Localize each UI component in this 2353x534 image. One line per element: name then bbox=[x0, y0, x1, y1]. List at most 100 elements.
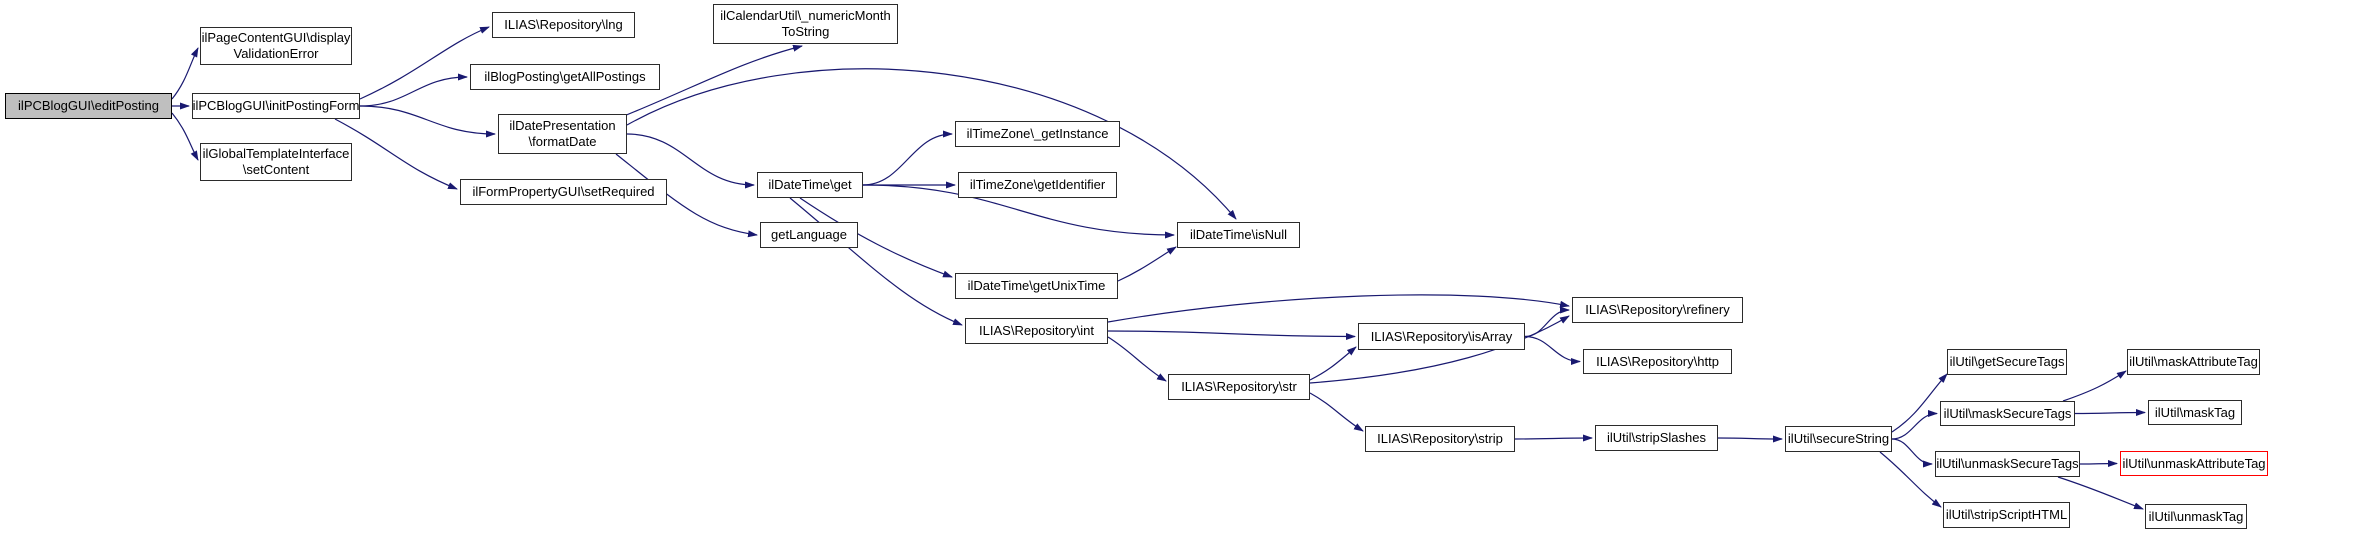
node-label: ILIAS\Repository\str bbox=[1181, 379, 1297, 395]
node-label: ilTimeZone\_getInstance bbox=[966, 126, 1109, 142]
node-maskAttributeTag[interactable]: ilUtil\maskAttributeTag bbox=[2127, 349, 2260, 375]
edge-secureString-unmaskSecureTags bbox=[1891, 438, 1933, 468]
node-label: \formatDate bbox=[528, 134, 597, 149]
edge-secureString-getSecureTags bbox=[1891, 373, 1948, 433]
edge-repoInt-isArray bbox=[1107, 330, 1356, 340]
node-label: ilGlobalTemplateInterface bbox=[202, 146, 350, 162]
node-getLanguage[interactable]: getLanguage bbox=[760, 222, 858, 248]
node-label: ilBlogPosting\getAllPostings bbox=[484, 69, 646, 85]
edge-dtGet-isNull bbox=[862, 184, 1175, 239]
node-label: ilUtil\unmaskSecureTags bbox=[1936, 456, 2079, 472]
node-repoInt[interactable]: ILIAS\Repository\int bbox=[965, 318, 1108, 344]
node-unmaskAttributeTag[interactable]: ilUtil\unmaskAttributeTag bbox=[2120, 451, 2268, 476]
node-strip[interactable]: ILIAS\Repository\strip bbox=[1365, 426, 1515, 452]
node-unmaskSecureTags[interactable]: ilUtil\unmaskSecureTags bbox=[1935, 451, 2080, 477]
node-setRequired[interactable]: ilFormPropertyGUI\setRequired bbox=[460, 179, 667, 205]
edge-repoStr-strip bbox=[1309, 392, 1364, 432]
node-label: ilUtil\maskTag bbox=[2154, 404, 2236, 420]
node-maskSecureTags[interactable]: ilUtil\maskSecureTags bbox=[1940, 401, 2075, 426]
edge-dtGet-getUnixTime bbox=[799, 197, 953, 278]
edge-maskSecureTags-maskTag bbox=[2074, 409, 2146, 417]
edge-repoInt-repoStr bbox=[1107, 336, 1167, 382]
node-isNull[interactable]: ilDateTime\isNull bbox=[1177, 222, 1300, 248]
node-tzGetIdentifier[interactable]: ilTimeZone\getIdentifier bbox=[958, 172, 1117, 198]
node-label: ILIAS\Repository\lng bbox=[504, 17, 623, 33]
node-repoStr[interactable]: ILIAS\Repository\str bbox=[1168, 374, 1310, 400]
node-unmaskTag[interactable]: ilUtil\unmaskTag bbox=[2145, 504, 2247, 529]
node-label: ilUtil\unmaskTag bbox=[2148, 508, 2244, 524]
node-label: ilCalendarUtil\_numericMonth bbox=[720, 8, 891, 24]
node-label: ILIAS\Repository\isArray bbox=[1370, 328, 1513, 344]
node-label: ilPCBlogGUI\editPosting bbox=[18, 98, 159, 114]
edge-stripSlashes-secureString bbox=[1717, 435, 1783, 443]
node-stripSlashes[interactable]: ilUtil\stripSlashes bbox=[1595, 425, 1718, 451]
node-label: \setContent bbox=[242, 162, 310, 177]
node-http[interactable]: ILIAS\Repository\http bbox=[1583, 349, 1732, 374]
node-label: ilTimeZone\getIdentifier bbox=[969, 177, 1106, 193]
node-label: ilUtil\secureString bbox=[1787, 431, 1890, 447]
node-isArray[interactable]: ILIAS\Repository\isArray bbox=[1358, 323, 1525, 350]
node-label: ilUtil\stripScriptHTML bbox=[1945, 507, 2068, 523]
node-secureString[interactable]: ilUtil\secureString bbox=[1785, 426, 1892, 452]
node-label: ILIAS\Repository\refinery bbox=[1585, 302, 1730, 318]
node-setContent[interactable]: ilGlobalTemplateInterface\setContent bbox=[200, 143, 352, 181]
node-label: ilUtil\unmaskAttributeTag bbox=[2122, 455, 2266, 471]
node-label: ValidationError bbox=[233, 46, 319, 61]
edge-repoStr-isArray bbox=[1309, 346, 1357, 381]
edge-dtGet-repoInt bbox=[789, 197, 963, 326]
edge-initPostingForm-lng bbox=[359, 26, 490, 100]
edge-unmaskSecureTags-unmaskTag bbox=[2057, 476, 2144, 510]
node-label: ilPCBlogGUI\initPostingForm bbox=[192, 98, 360, 114]
edge-initPostingForm-setRequired bbox=[334, 118, 458, 190]
edge-repoStr-refinery bbox=[1309, 315, 1570, 384]
node-label: ilFormPropertyGUI\setRequired bbox=[472, 184, 655, 200]
node-label: getLanguage bbox=[771, 227, 847, 243]
node-getUnixTime[interactable]: ilDateTime\getUnixTime bbox=[955, 273, 1118, 299]
edge-maskSecureTags-maskAttributeTag bbox=[2062, 370, 2127, 402]
node-label: ilDatePresentation bbox=[509, 118, 616, 134]
node-tzGetInstance[interactable]: ilTimeZone\_getInstance bbox=[955, 121, 1120, 147]
node-label: ILIAS\Repository\strip bbox=[1377, 431, 1503, 447]
node-refinery[interactable]: ILIAS\Repository\refinery bbox=[1572, 297, 1743, 323]
node-label: ilDateTime\getUnixTime bbox=[967, 278, 1106, 294]
node-editPosting: ilPCBlogGUI\editPosting bbox=[5, 93, 172, 119]
node-getAllPostings[interactable]: ilBlogPosting\getAllPostings bbox=[470, 64, 660, 90]
node-stripScriptHTML[interactable]: ilUtil\stripScriptHTML bbox=[1943, 502, 2070, 528]
edge-secureString-stripScriptHTML bbox=[1879, 451, 1942, 508]
edge-strip-stripSlashes bbox=[1514, 434, 1593, 442]
edge-formatDate-isNull bbox=[626, 68, 1237, 220]
node-initPostingForm[interactable]: ilPCBlogGUI\initPostingForm bbox=[192, 93, 360, 119]
edge-editPosting-displayValidationError bbox=[171, 47, 199, 100]
node-label: ilUtil\getSecureTags bbox=[1949, 354, 2065, 370]
node-label: ilUtil\maskAttributeTag bbox=[2129, 354, 2258, 370]
node-label: ilUtil\stripSlashes bbox=[1607, 430, 1706, 446]
edge-isArray-refinery bbox=[1524, 306, 1570, 338]
edge-dtGet-tzGetInstance bbox=[862, 130, 953, 186]
node-formatDate[interactable]: ilDatePresentation\formatDate bbox=[498, 114, 627, 154]
node-getSecureTags[interactable]: ilUtil\getSecureTags bbox=[1947, 349, 2067, 375]
edge-initPostingForm-formatDate bbox=[359, 105, 496, 138]
edge-isArray-http bbox=[1524, 335, 1581, 365]
node-lng[interactable]: ILIAS\Repository\lng bbox=[492, 12, 635, 38]
node-dtGet[interactable]: ilDateTime\get bbox=[757, 172, 863, 198]
node-label: ilPageContentGUI\display bbox=[201, 30, 351, 46]
edge-formatDate-dtGet bbox=[626, 133, 755, 189]
node-label: ilDateTime\isNull bbox=[1189, 227, 1288, 243]
node-label: ilDateTime\get bbox=[768, 177, 852, 193]
edge-repoInt-refinery bbox=[1107, 294, 1570, 323]
node-label: ILIAS\Repository\int bbox=[979, 323, 1094, 339]
edge-editPosting-setContent bbox=[171, 112, 199, 161]
edge-unmaskSecureTags-unmaskAttributeTag bbox=[2079, 460, 2118, 468]
node-label: ToString bbox=[781, 24, 830, 39]
edge-getUnixTime-isNull bbox=[1117, 246, 1177, 282]
edge-formatDate-numericMonthToString bbox=[623, 44, 803, 117]
edge-secureString-maskSecureTags bbox=[1891, 410, 1938, 440]
edge-formatDate-getLanguage bbox=[615, 153, 758, 238]
node-label: ILIAS\Repository\http bbox=[1596, 353, 1719, 369]
edge-initPostingForm-getAllPostings bbox=[359, 73, 468, 107]
node-maskTag[interactable]: ilUtil\maskTag bbox=[2148, 400, 2242, 425]
